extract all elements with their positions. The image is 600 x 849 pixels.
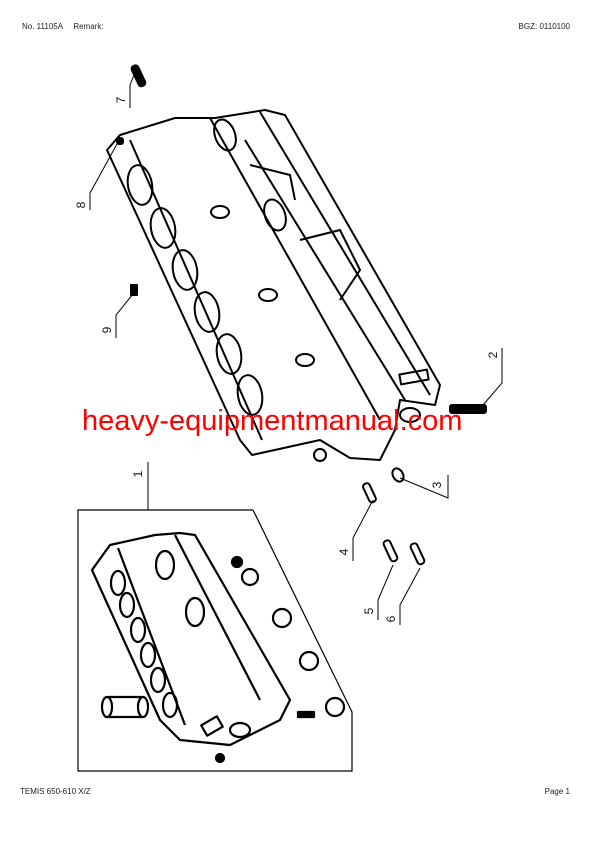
footer-model: TEMIS 650-610 X/Z xyxy=(20,787,91,796)
leader-7 xyxy=(129,69,137,108)
callout-2: 2 xyxy=(486,351,500,359)
part-2-bolt xyxy=(449,404,487,414)
watermark: heavy-equipmentmanual.com xyxy=(82,405,463,437)
leader-8 xyxy=(89,143,118,210)
callout-5: 5 xyxy=(362,607,376,615)
part-6 xyxy=(409,542,426,566)
leader-3 xyxy=(399,475,449,499)
document-number: No. 11105A xyxy=(22,22,64,31)
callout-7: 7 xyxy=(114,96,128,104)
remark-label: Remark: xyxy=(73,22,104,31)
part-4 xyxy=(362,482,377,504)
leader-9 xyxy=(115,293,134,338)
part-7 xyxy=(130,64,147,88)
part-9 xyxy=(130,284,138,296)
footer-page-number: Page 1 xyxy=(544,787,570,796)
callout-9: 9 xyxy=(100,326,114,334)
leader-4 xyxy=(352,499,374,561)
callout-6: 6 xyxy=(384,615,398,623)
callout-1: 1 xyxy=(131,470,145,478)
callout-8: 8 xyxy=(74,201,88,209)
inset-assembly xyxy=(77,509,353,772)
leader-6 xyxy=(399,567,421,625)
cylinder-head-main xyxy=(106,109,441,462)
header-left: No. 11105A Remark: xyxy=(22,22,112,31)
callout-3: 3 xyxy=(430,481,444,489)
bgz-code: BGZ: 0110100 xyxy=(518,22,570,31)
leader-5 xyxy=(377,564,394,620)
leader-2 xyxy=(482,348,503,406)
part-8 xyxy=(116,137,124,145)
part-5 xyxy=(382,539,399,563)
callout-4: 4 xyxy=(337,548,351,556)
part-3 xyxy=(391,467,405,483)
